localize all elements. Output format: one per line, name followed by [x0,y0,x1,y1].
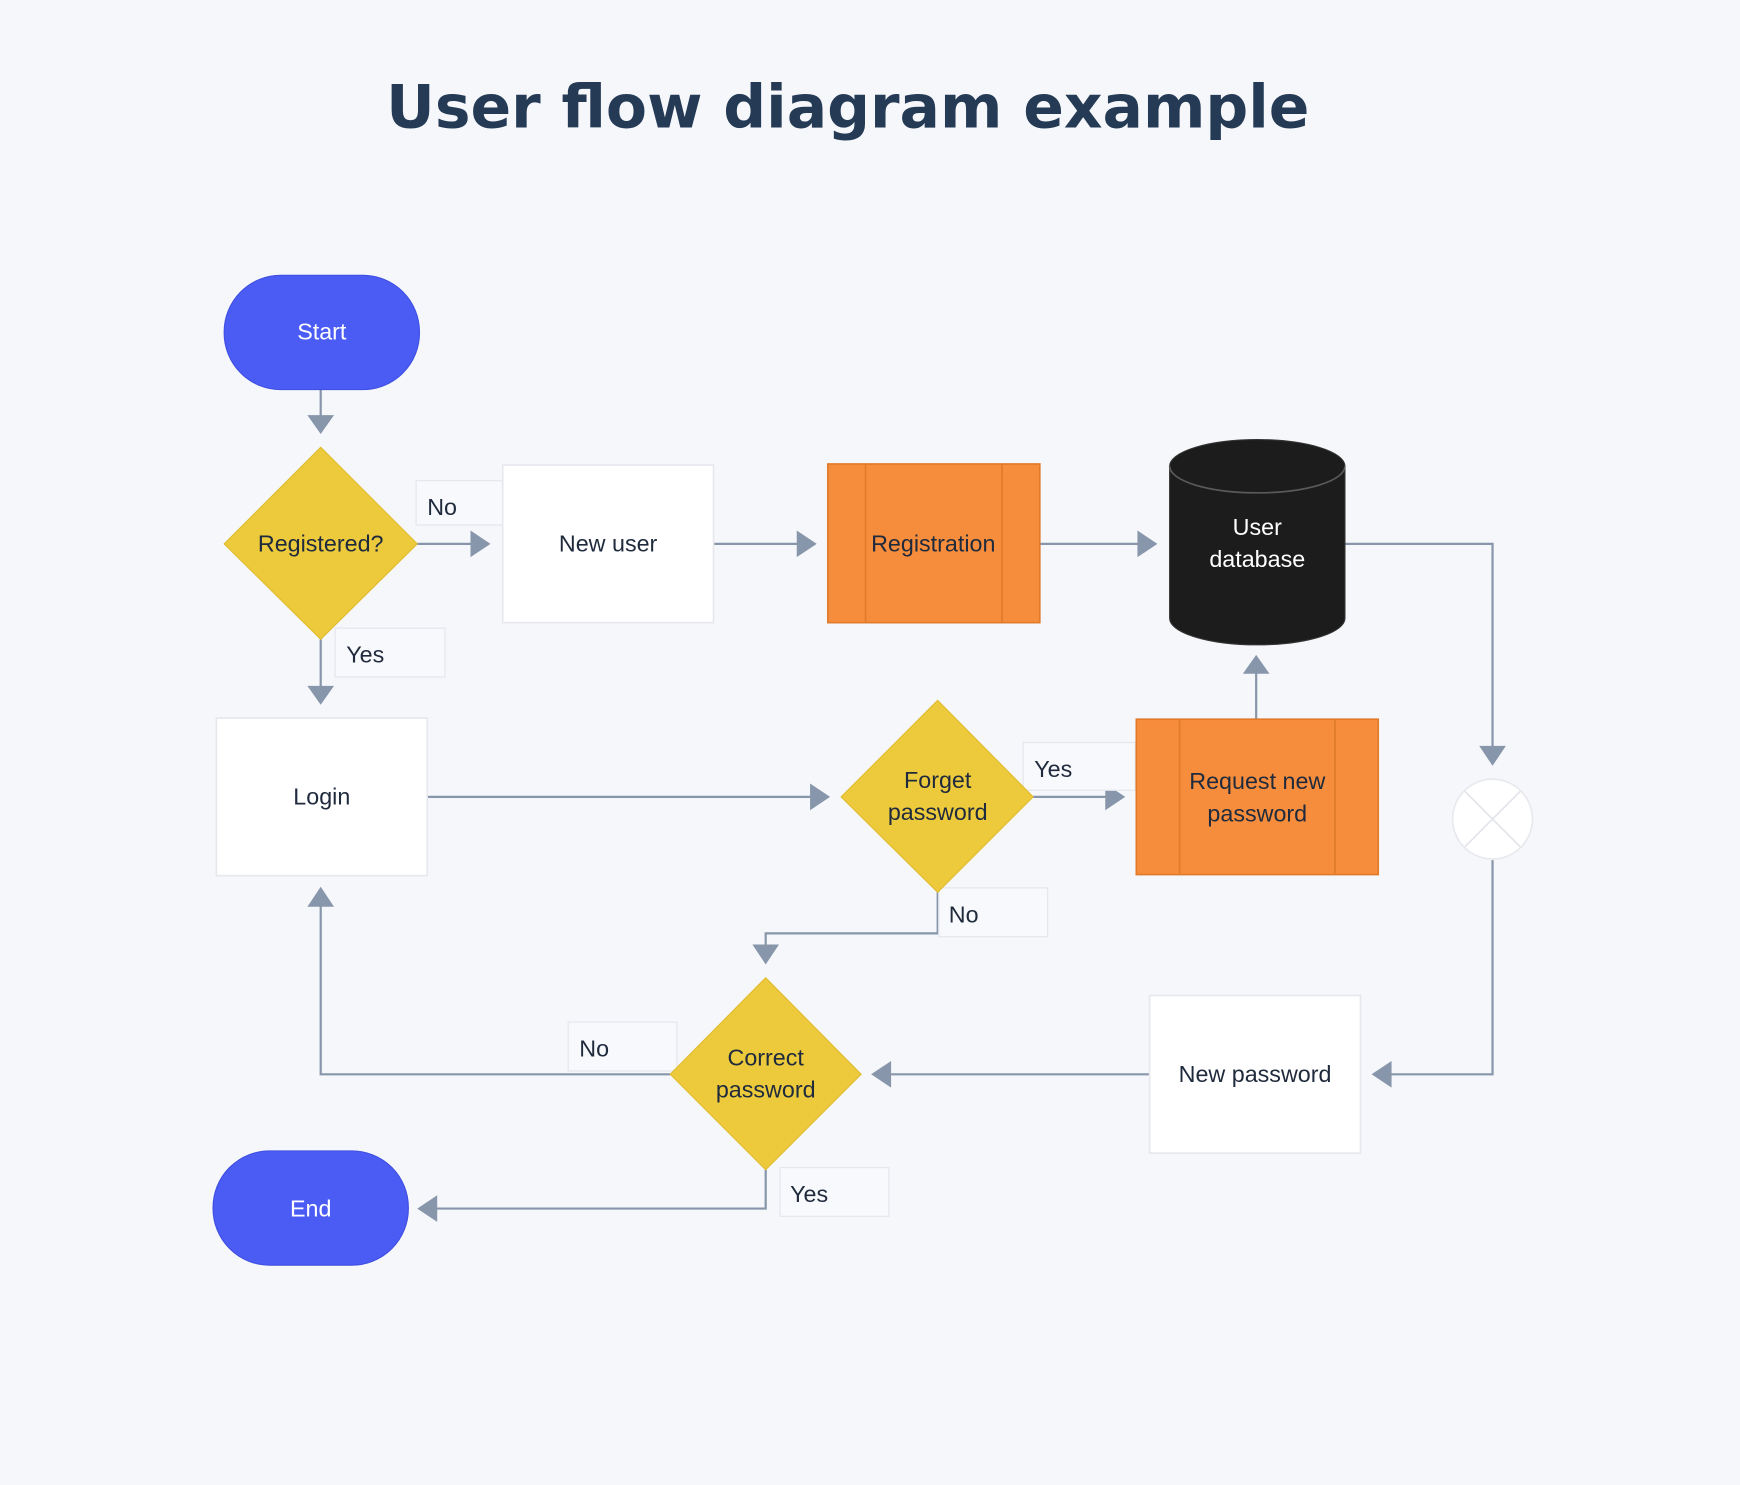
node-correct-password-decision[interactable]: Correct password [669,976,862,1171]
node-request-new-password[interactable]: Request new password [1135,718,1380,876]
arrowhead-left [1371,1060,1392,1088]
arrowhead-right [1137,530,1158,558]
edge-label-registered-yes: Yes [334,627,446,678]
node-request-new-password-label-line1: Request new [1189,768,1325,794]
node-new-password-label: New password [1179,1061,1332,1087]
node-end[interactable]: End [212,1150,409,1266]
node-user-database-label-line2: database [1209,546,1305,572]
edge-correct-end [435,1169,767,1210]
node-user-database-label-line1: User [1233,514,1282,540]
node-correct-password-label-line2: password [716,1077,816,1103]
edge-label-text: Yes [790,1181,828,1207]
node-merge-junction[interactable] [1451,778,1534,860]
node-registration[interactable]: Registration [826,463,1041,624]
edge-label-text: No [949,901,979,927]
page-title: User flow diagram example [386,73,1309,143]
arrowhead-right [796,530,817,558]
node-user-database[interactable]: User database [1168,438,1346,646]
edge-label-text: No [579,1036,609,1062]
arrowhead-down [752,944,780,965]
node-forget-password-decision[interactable]: Forget password [840,699,1034,894]
edge-forget-correct [764,892,939,947]
node-request-new-password-label-line2: password [1207,800,1307,826]
arrowhead-down [1479,745,1506,766]
node-new-user[interactable]: New user [501,464,715,624]
edge-label-text: No [427,494,457,520]
node-registration-label: Registration [871,531,995,557]
node-start[interactable]: Start [223,274,421,391]
arrowhead-left [871,1060,892,1088]
node-new-user-label: New user [559,531,658,557]
edge-correct-login [319,904,671,1076]
arrowhead-up [1242,654,1270,674]
arrowhead-right [810,783,831,811]
edge-label-forget-no: No [938,887,1049,938]
arrowhead-down [307,415,335,435]
arrowhead-left [417,1195,438,1222]
node-forget-password-label-line2: password [888,799,988,825]
node-end-label: End [290,1195,331,1221]
node-start-label: Start [297,319,347,345]
edge-label-text: Yes [346,642,384,668]
node-forget-password-label-line1: Forget [904,767,972,793]
edge-label-correct-no: No [567,1021,678,1072]
node-registered-decision[interactable]: Registered? [223,446,419,641]
edge-merge-newpassword [1389,860,1494,1076]
connectors [307,389,1506,1222]
edge-label-text: Yes [1034,756,1072,782]
node-login[interactable]: Login [215,717,429,877]
edge-database-merge [1344,542,1494,749]
edge-label-forget-yes: Yes [1022,741,1136,791]
arrowhead-up [307,886,335,907]
node-registered-label: Registered? [258,531,384,557]
node-login-label: Login [293,784,350,810]
arrowhead-down [307,685,335,705]
node-new-password[interactable]: New password [1148,994,1362,1154]
node-correct-password-label-line1: Correct [728,1044,805,1070]
arrowhead-right [470,530,491,558]
edge-label-correct-yes: Yes [779,1166,890,1218]
